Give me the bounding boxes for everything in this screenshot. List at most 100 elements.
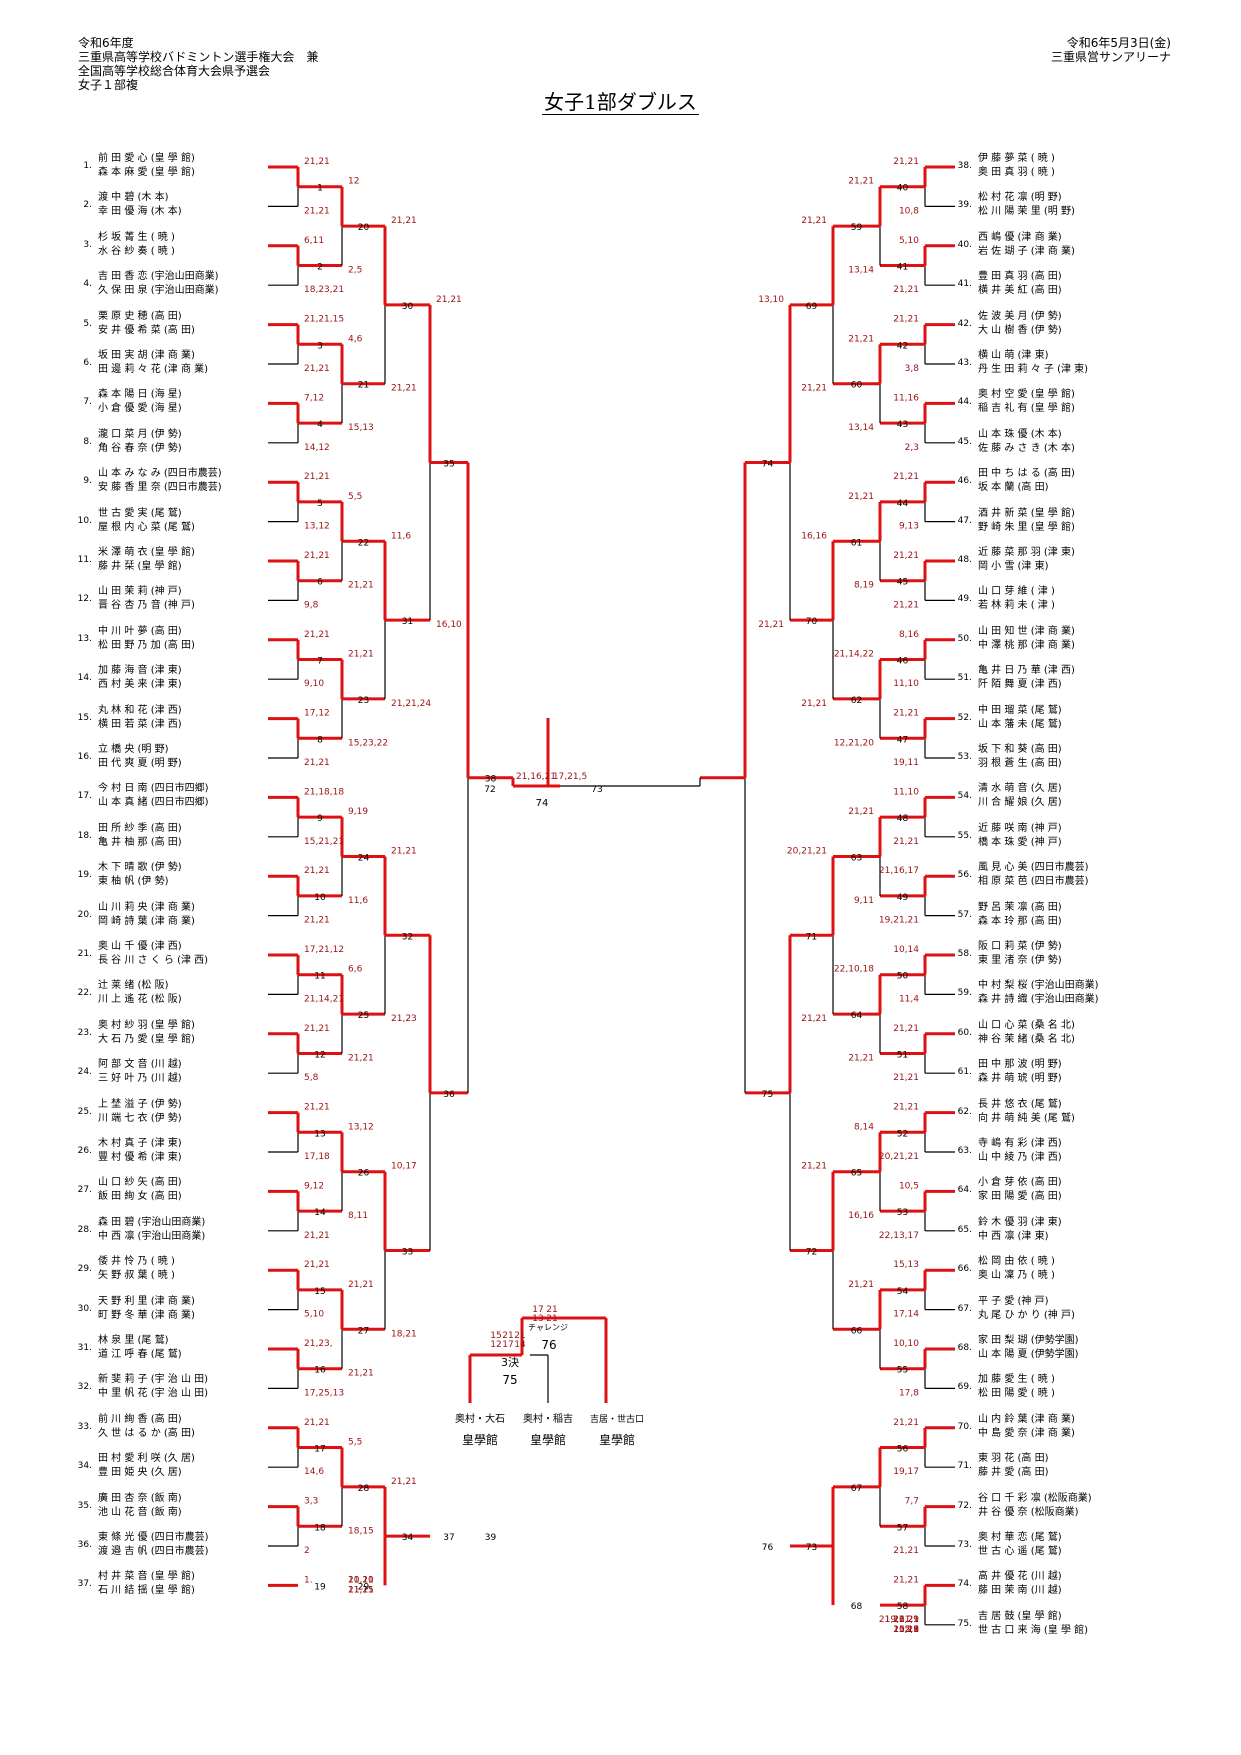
match-score: 15,21,21 <box>304 837 344 847</box>
player-name-1: 谷 口 千 彩 凛 (松阪商業) <box>978 1492 1092 1504</box>
entry-seed-number: 69. <box>957 1382 972 1393</box>
entry-seed-number: 42. <box>957 318 972 329</box>
match-score: 3,3 <box>304 1497 318 1507</box>
player-name-1: 田 所 紗 季 (高 田) <box>98 822 182 834</box>
playoff-team-school: 皇學館 <box>530 1432 566 1447</box>
header-left-line: 三重県高等学校バドミントン選手権大会 兼 <box>78 50 319 64</box>
player-name-2: 東 里 渚 奈 (伊 勢) <box>978 955 1062 966</box>
match-number: 4 <box>317 420 323 430</box>
match-number: 66 <box>851 1326 863 1336</box>
entry-seed-number: 31. <box>77 1343 92 1353</box>
match-score: 11,10 <box>893 679 919 689</box>
match-score: 9,8 <box>304 600 319 610</box>
match-score: 5,5 <box>348 492 362 502</box>
playoff-score: 21 <box>514 1331 525 1341</box>
player-name-2: 井 谷 優 奈 (松阪商業) <box>978 1506 1079 1518</box>
match-number: 32 <box>402 932 413 942</box>
match-score: 19,21,9 <box>885 1615 920 1625</box>
player-name-1: 林 泉 里 (尾 鷲) <box>98 1335 169 1346</box>
match-score: 11,6 <box>348 896 368 906</box>
match-score: 21,21 <box>893 1625 919 1635</box>
match-number: 38 <box>485 775 497 785</box>
match-score: 17,8 <box>899 1388 919 1398</box>
match-number: 43 <box>897 420 908 430</box>
entry-seed-number: 30. <box>77 1303 92 1314</box>
final-score-left: 21,16,21 <box>516 772 556 782</box>
player-name-2: 向 井 萌 純 美 (尾 鷲) <box>978 1112 1075 1124</box>
challenge-label: チャレンジ <box>528 1323 568 1332</box>
player-name-1: 立 橋 央 (明 野) <box>98 744 169 755</box>
player-name-1: 東 羽 花 (高 田) <box>978 1453 1049 1465</box>
player-name-1: 中 川 叶 夢 (高 田) <box>98 625 182 637</box>
match-score: 13,14 <box>848 423 874 433</box>
match-number: 70 <box>806 617 818 627</box>
match-score: 21,21 <box>801 1162 827 1172</box>
match-score: 19,11 <box>893 758 919 768</box>
player-name-2: 横 井 美 紅 (高 田) <box>978 285 1062 297</box>
match-score: 20,21,21 <box>879 1152 919 1162</box>
player-name-1: 鈴 木 優 羽 (津 東) <box>978 1216 1062 1228</box>
match-number: 23 <box>358 696 369 706</box>
player-name-1: 伊 藤 夢 菜 ( 暁 ) <box>978 153 1055 164</box>
entry-seed-number: 16. <box>77 752 92 762</box>
match-number: 69 <box>806 302 818 312</box>
player-name-1: 坂 下 和 葵 (高 田) <box>978 744 1062 755</box>
player-name-2: 橋 本 珠 愛 (神 戸) <box>978 836 1062 848</box>
player-name-1: 風 見 心 美 (四日市農芸) <box>978 862 1089 874</box>
header-left-line: 全国高等学校総合体育大会県予選会 <box>78 64 271 78</box>
player-name-1: 奥 村 空 愛 (皇 學 館) <box>978 389 1075 401</box>
player-name-1: 長 井 悠 衣 (尾 鷲) <box>978 1098 1062 1110</box>
player-name-2: 安 井 優 希 菜 (高 田) <box>98 324 195 336</box>
match-score: 21,21 <box>304 758 330 768</box>
player-name-1: 吉 居 鼓 (皇 學 館) <box>978 1610 1062 1622</box>
player-name-2: 松 田 陽 愛 ( 暁 ) <box>978 1388 1055 1400</box>
match-number: 73 <box>591 785 602 795</box>
match-number: 19 <box>314 1582 326 1592</box>
player-name-1: 家 田 梨 瑚 (伊勢学園) <box>978 1335 1079 1346</box>
entry-seed-number: 28. <box>77 1224 92 1235</box>
entry-seed-number: 40. <box>957 239 972 250</box>
player-name-2: 森 井 萌 琥 (明 野) <box>978 1073 1062 1085</box>
player-name-1: 山 口 心 菜 (桑 名 北) <box>978 1019 1075 1031</box>
entry-seed-number: 3. <box>83 239 92 250</box>
match-score: 21,21 <box>893 1615 919 1625</box>
player-name-1: 小 倉 芽 依 (高 田) <box>978 1177 1062 1189</box>
match-score: 21,16,17 <box>879 866 919 876</box>
match-score: 21,21 <box>893 709 919 719</box>
match-score: 13,12 <box>348 1122 374 1132</box>
entry-seed-number: 25. <box>77 1106 92 1117</box>
player-name-1: 中 村 梨 桜 (宇治山田商業) <box>978 980 1099 992</box>
player-name-1: 山 本 珠 優 (木 本) <box>978 428 1062 440</box>
player-name-2: 豊 田 姫 央 (久 居) <box>98 1467 182 1479</box>
entry-seed-number: 21. <box>77 949 92 959</box>
player-name-2: 山 本 真 緒 (四日市四郷) <box>98 797 209 809</box>
match-score: 17,12 <box>304 709 330 719</box>
match-number: 15 <box>314 1287 325 1297</box>
player-name-1: 松 岡 由 依 ( 暁 ) <box>978 1256 1055 1268</box>
match-number: 21 <box>358 381 369 391</box>
match-score: 6,6 <box>348 965 363 975</box>
match-score: 21,21 <box>893 285 919 295</box>
entry-seed-number: 65. <box>957 1224 972 1235</box>
match-number: 74 <box>762 460 774 470</box>
match-number: 28 <box>358 1484 370 1494</box>
match-score: 11,6 <box>391 531 411 541</box>
player-name-2: 水 谷 紗 奏 ( 暁 ) <box>98 245 175 257</box>
player-name-2: 久 保 田 泉 (宇治山田商業) <box>98 285 219 297</box>
player-name-2: 小 倉 優 愛 (海 星) <box>98 403 182 415</box>
match-score: 21,21 <box>304 472 330 482</box>
player-name-2: 川 合 耀 娘 (久 居) <box>978 797 1062 809</box>
playoff-team-name: 奥村・大石 <box>455 1412 505 1425</box>
entry-seed-number: 24. <box>77 1067 92 1078</box>
match-number: 36 <box>443 1090 455 1100</box>
match-number: 59 <box>851 223 863 233</box>
match-number: 47 <box>897 735 908 745</box>
page-title-text: 女子1部ダブルス <box>542 90 699 115</box>
entry-seed-number: 64. <box>957 1185 972 1196</box>
match-score: 15,13 <box>893 1260 919 1270</box>
match-number: 26 <box>358 1169 370 1179</box>
match-score: 16,16 <box>848 1211 874 1221</box>
player-name-2: 藤 井 愛 (高 田) <box>978 1467 1049 1479</box>
player-name-2: 西 村 美 来 (津 東) <box>98 679 182 691</box>
player-name-1: 横 山 萌 (津 東) <box>978 350 1049 361</box>
